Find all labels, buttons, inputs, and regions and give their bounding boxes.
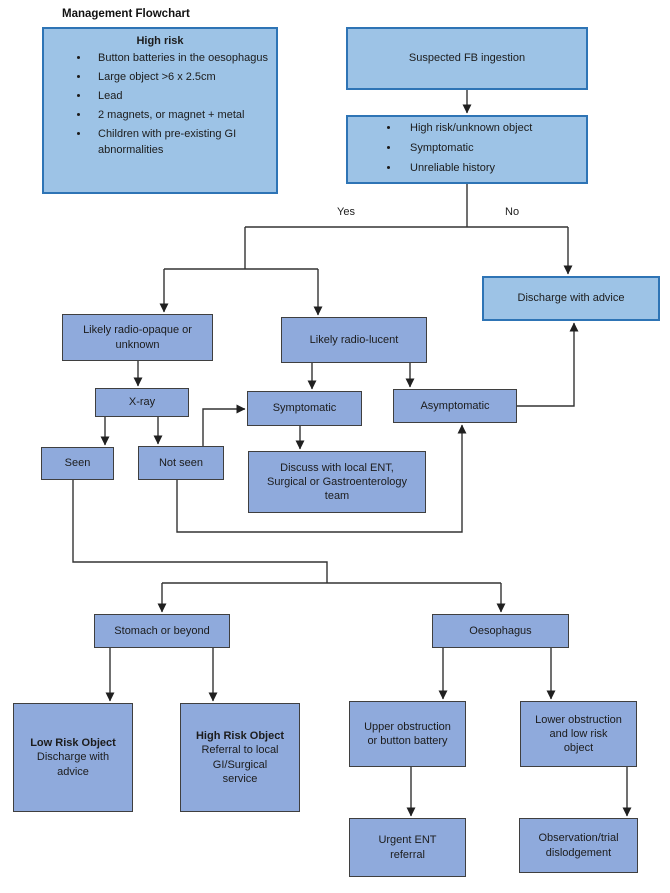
node-low-risk-object: Low Risk Object Discharge with advice <box>13 703 133 812</box>
high-risk-object-body: Referral to local GI/Surgical service <box>201 744 279 785</box>
node-upper-obstruction: Upper obstruction or button battery <box>349 701 466 767</box>
node-not-seen: Not seen <box>138 446 224 480</box>
low-risk-title: Low Risk Object <box>30 737 116 750</box>
high-risk-item: 2 magnets, or magnet + metal <box>90 108 276 124</box>
high-risk-panel: High risk Button batteries in the oesoph… <box>42 27 278 194</box>
edge-label-yes: Yes <box>337 206 355 218</box>
criteria-item: Symptomatic <box>400 141 586 157</box>
node-urgent-ent-referral: Urgent ENT referral <box>349 818 466 877</box>
node-lower-obstruction: Lower obstruction and low risk object <box>520 701 637 767</box>
node-seen: Seen <box>41 447 114 480</box>
high-risk-heading: High risk <box>136 35 184 47</box>
node-high-risk-object: High Risk Object Referral to local GI/Su… <box>180 703 300 812</box>
high-risk-item: Large object >6 x 2.5cm <box>90 70 276 86</box>
node-oesophagus: Oesophagus <box>432 614 569 648</box>
high-risk-list: Button batteries in the oesophagus Large… <box>44 51 276 162</box>
edge-label-no: No <box>505 206 520 218</box>
node-suspected-fb-ingestion: Suspected FB ingestion <box>346 27 588 90</box>
high-risk-item: Children with pre-existing GI abnormalit… <box>90 127 276 159</box>
criteria-list: High risk/unknown object Symptomatic Unr… <box>348 121 586 181</box>
criteria-item: Unreliable history <box>400 161 586 177</box>
node-criteria: High risk/unknown object Symptomatic Unr… <box>346 115 588 184</box>
criteria-item: High risk/unknown object <box>400 121 586 137</box>
node-radio-lucent: Likely radio-lucent <box>281 317 427 363</box>
page-title: Management Flowchart <box>62 8 190 20</box>
node-radio-opaque: Likely radio-opaque or unknown <box>62 314 213 361</box>
node-symptomatic: Symptomatic <box>247 391 362 426</box>
node-asymptomatic: Asymptomatic <box>393 389 517 423</box>
node-discharge-with-advice: Discharge with advice <box>482 276 660 321</box>
node-xray: X-ray <box>95 388 189 417</box>
high-risk-item: Lead <box>90 89 276 105</box>
high-risk-object-title: High Risk Object <box>195 729 285 742</box>
high-risk-item: Button batteries in the oesophagus <box>90 51 276 67</box>
low-risk-body: Discharge with advice <box>36 751 110 778</box>
node-observation-dislodgement: Observation/trial dislodgement <box>519 818 638 873</box>
node-discuss-team: Discuss with local ENT, Surgical or Gast… <box>248 451 426 513</box>
node-stomach-or-beyond: Stomach or beyond <box>94 614 230 648</box>
